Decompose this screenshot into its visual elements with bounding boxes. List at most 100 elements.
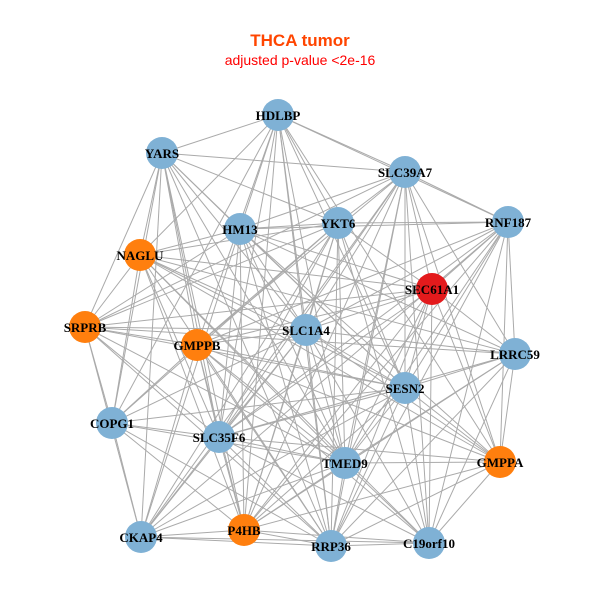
edge-HDLBP-SLC35F6 (218, 114, 279, 438)
figure-subtitle: adjusted p-value <2e-16 (224, 52, 376, 68)
edge-NAGLU-LRRC59 (139, 254, 516, 355)
node-HM13[interactable]: HM13 (222, 213, 258, 245)
node-YARS[interactable]: YARS (145, 137, 179, 169)
node-SLC1A4[interactable]: SLC1A4 (282, 314, 330, 346)
edge-NAGLU-SLC35F6 (139, 254, 220, 438)
node-circle (329, 447, 361, 479)
edge-TMED9-P4HB (243, 462, 346, 531)
node-LRRC59[interactable]: LRRC59 (490, 338, 540, 370)
node-label: TMED9 (322, 456, 368, 471)
node-label: YARS (145, 146, 179, 161)
edge-RNF187-GMPPB (196, 221, 509, 346)
node-SLC35F6[interactable]: SLC35F6 (193, 421, 246, 453)
node-label: LRRC59 (490, 347, 540, 362)
edge-SLC35F6-GMPPA (218, 436, 501, 463)
node-label: HM13 (222, 222, 258, 237)
edge-YKT6-SEC61A1 (337, 222, 433, 290)
edge-SEC61A1-SESN2 (404, 288, 433, 389)
node-P4HB[interactable]: P4HB (227, 514, 261, 546)
edge-YKT6-RRP36 (330, 222, 339, 547)
edge-SLC39A7-C19orf10 (404, 171, 430, 544)
edge-SLC39A7-CKAP4 (140, 171, 406, 538)
node-label: SLC1A4 (282, 323, 330, 338)
edge-SESN2-RRP36 (330, 387, 406, 547)
edge-GMPPB-CKAP4 (140, 344, 198, 538)
edge-YKT6-SESN2 (337, 222, 406, 389)
edge-HDLBP-YARS (161, 114, 279, 154)
node-label: RRP36 (311, 539, 351, 554)
node-label: RNF187 (485, 215, 532, 230)
edge-SEC61A1-SRPRB (84, 288, 433, 328)
node-SESN2[interactable]: SESN2 (385, 372, 425, 404)
node-label: COPG1 (90, 416, 134, 431)
node-NAGLU[interactable]: NAGLU (117, 239, 165, 271)
edges-layer (84, 114, 516, 547)
node-HDLBP[interactable]: HDLBP (256, 99, 301, 131)
node-CKAP4[interactable]: CKAP4 (119, 521, 163, 553)
figure-title: THCA tumor (250, 31, 350, 50)
node-circle (389, 372, 421, 404)
edge-YKT6-SRPRB (84, 222, 339, 328)
node-circle (262, 99, 294, 131)
node-circle (322, 207, 354, 239)
node-circle (228, 514, 260, 546)
edge-COPG1-SLC35F6 (111, 422, 220, 438)
node-label: SEC61A1 (405, 282, 459, 297)
node-YKT6[interactable]: YKT6 (321, 207, 356, 239)
node-SRPRB[interactable]: SRPRB (64, 311, 107, 343)
edge-SLC1A4-SESN2 (305, 329, 406, 389)
edge-SESN2-CKAP4 (140, 387, 406, 538)
edge-CKAP4-P4HB (140, 529, 245, 538)
node-label: SLC35F6 (193, 430, 246, 445)
edge-SESN2-C19orf10 (404, 387, 430, 544)
edge-YARS-YKT6 (161, 152, 339, 224)
node-C19orf10[interactable]: C19orf10 (403, 527, 455, 559)
edge-SLC1A4-P4HB (243, 329, 307, 531)
edge-HM13-CKAP4 (140, 228, 241, 538)
node-circle (125, 521, 157, 553)
edge-RNF187-GMPPA (499, 221, 509, 463)
node-label: SRPRB (64, 320, 107, 335)
edge-HM13-GMPPA (239, 228, 501, 463)
node-GMPPB[interactable]: GMPPB (174, 329, 221, 361)
edge-GMPPA-RRP36 (330, 461, 501, 547)
edge-SRPRB-SLC1A4 (84, 326, 307, 331)
node-COPG1[interactable]: COPG1 (90, 407, 134, 439)
edge-LRRC59-SLC35F6 (218, 353, 516, 438)
node-label: HDLBP (256, 108, 301, 123)
edge-HM13-NAGLU (139, 228, 241, 256)
edge-RNF187-CKAP4 (140, 221, 509, 538)
edge-YARS-COPG1 (111, 152, 163, 424)
edge-GMPPB-SESN2 (196, 344, 406, 389)
node-circle (416, 273, 448, 305)
node-RRP36[interactable]: RRP36 (311, 530, 351, 562)
edge-HM13-LRRC59 (239, 228, 516, 355)
node-SEC61A1[interactable]: SEC61A1 (405, 273, 459, 305)
node-label: YKT6 (321, 216, 356, 231)
edge-GMPPA-P4HB (243, 461, 501, 531)
node-circle (203, 421, 235, 453)
edge-SLC39A7-RRP36 (330, 171, 406, 547)
edge-RNF187-LRRC59 (507, 221, 516, 355)
edge-SEC61A1-GMPPA (431, 288, 501, 463)
node-SLC39A7[interactable]: SLC39A7 (378, 156, 433, 188)
node-label: NAGLU (117, 248, 165, 263)
node-TMED9[interactable]: TMED9 (322, 447, 368, 479)
edge-SLC35F6-P4HB (218, 436, 245, 531)
edge-RNF187-SESN2 (404, 221, 509, 389)
edge-LRRC59-SESN2 (404, 353, 516, 389)
edge-SLC1A4-TMED9 (305, 329, 346, 464)
node-RNF187[interactable]: RNF187 (485, 206, 532, 238)
edge-HDLBP-NAGLU (139, 114, 279, 256)
edge-SLC35F6-TMED9 (218, 436, 346, 464)
edge-HDLBP-YKT6 (277, 114, 339, 224)
edge-RRP36-C19orf10 (330, 542, 430, 547)
edge-YKT6-HM13 (239, 222, 339, 230)
edge-LRRC59-RRP36 (330, 353, 516, 547)
node-circle (69, 311, 101, 343)
node-GMPPA[interactable]: GMPPA (477, 446, 524, 478)
edge-YARS-CKAP4 (140, 152, 163, 538)
